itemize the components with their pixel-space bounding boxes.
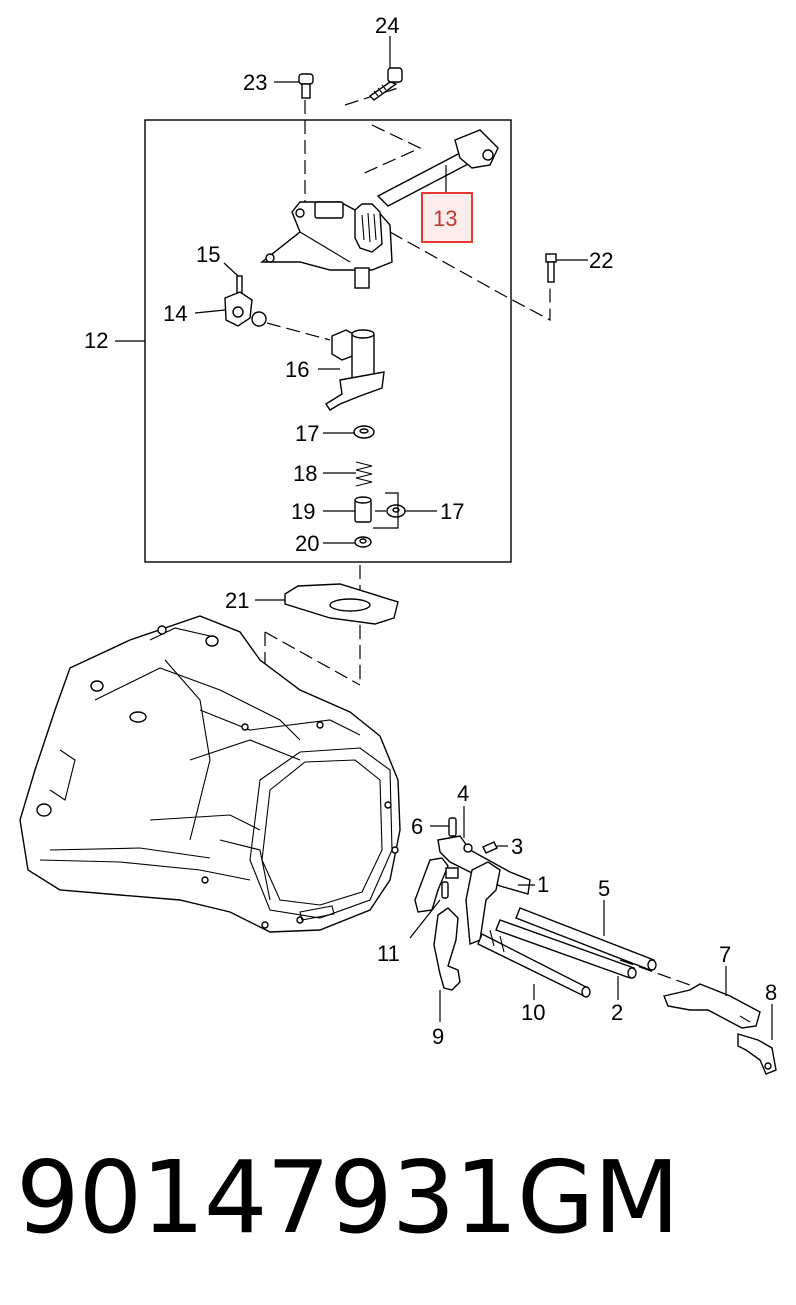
callout-18: 18 (293, 461, 317, 486)
callout-7: 7 (719, 942, 731, 967)
bolt-23 (298, 73, 314, 99)
shift-forks-assembly (414, 835, 531, 945)
callout-16: 16 (285, 357, 309, 382)
shift-housing (259, 201, 393, 289)
callout-22: 22 (589, 248, 613, 273)
gasket-21 (284, 583, 399, 625)
callout-4: 4 (457, 781, 469, 806)
callout-15: 15 (196, 242, 220, 267)
rail-10 (477, 929, 591, 998)
callout-3: 3 (511, 834, 523, 859)
callout-17: 17 (295, 421, 319, 446)
clip-20 (354, 536, 372, 548)
callout-19: 19 (291, 499, 315, 524)
callout-8: 8 (765, 980, 777, 1005)
rail-5 (515, 907, 657, 971)
transmission-case (19, 615, 401, 933)
washer-17b (373, 492, 406, 529)
spring-18 (355, 461, 373, 487)
callout-12: 12 (84, 328, 108, 353)
callout-24: 24 (375, 13, 399, 38)
pin-6 (448, 817, 457, 837)
assembly-group-box (144, 119, 512, 563)
callout-9: 9 (432, 1024, 444, 1049)
bolt-24 (368, 67, 403, 101)
ball-socket-14 (224, 291, 267, 327)
callout-10: 10 (521, 1000, 545, 1025)
washer-17 (353, 425, 375, 439)
highlight-box-13 (421, 192, 473, 243)
bolt-22 (545, 253, 557, 283)
callout-5: 5 (598, 876, 610, 901)
leader-lines (115, 36, 773, 1040)
fork-9 (433, 907, 461, 991)
callout-23: 23 (243, 70, 267, 95)
guide-lines (264, 87, 691, 986)
callout-11: 11 (377, 941, 400, 966)
callout-6: 6 (411, 814, 423, 839)
shift-rod-13 (376, 129, 499, 207)
bushing-19 (354, 496, 372, 523)
shift-lever-16 (325, 329, 385, 411)
callout-2: 2 (611, 1000, 623, 1025)
part-number: 90147931 (16, 1139, 518, 1256)
pin-11 (441, 881, 449, 899)
lever-7 (663, 983, 761, 1029)
pin-3 (482, 841, 498, 854)
callout-20: 20 (295, 531, 319, 556)
brand-name: GM (517, 1139, 680, 1256)
callout-13: 13 (433, 206, 457, 231)
callout-21: 21 (225, 588, 249, 613)
bracket-8 (737, 1033, 777, 1075)
callout-14: 14 (163, 301, 187, 326)
callout-1: 1 (537, 872, 549, 897)
callout-17b: 17 (440, 499, 464, 524)
rail-2 (495, 919, 637, 979)
